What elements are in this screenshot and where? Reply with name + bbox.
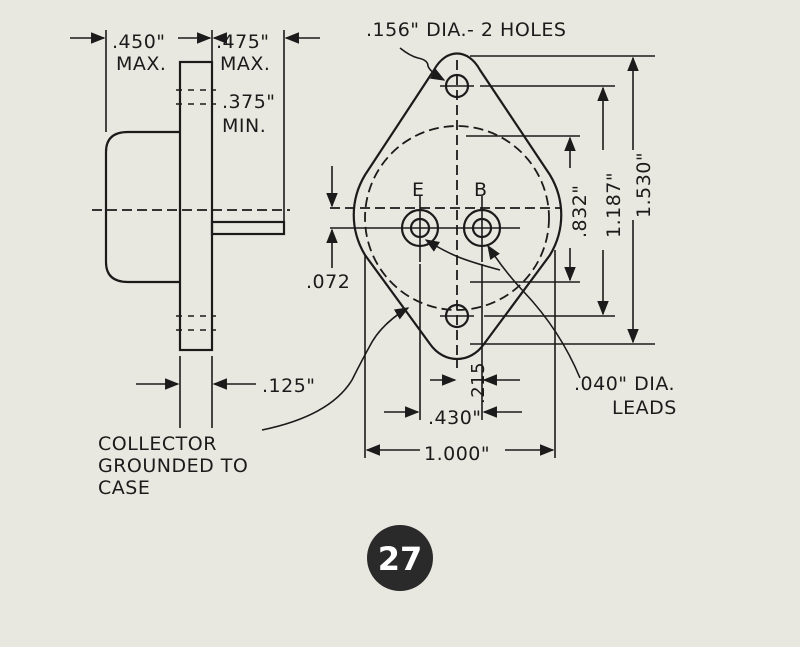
side-lead bbox=[210, 220, 286, 236]
page-number: 27 bbox=[378, 540, 423, 578]
side-view bbox=[70, 30, 320, 428]
holes-label: .156" DIA.- 2 HOLES bbox=[366, 19, 566, 41]
min-label: MIN. bbox=[222, 115, 266, 137]
max-left-label: MAX. bbox=[116, 53, 166, 75]
emitter-label: E bbox=[412, 179, 425, 201]
page-number-badge bbox=[367, 525, 433, 591]
collector-line2: GROUNDED TO bbox=[98, 455, 248, 477]
dim-430-label: .430" bbox=[428, 407, 482, 429]
leads-dia-label: .040" DIA. bbox=[574, 373, 675, 395]
dim-475-label: .475" bbox=[216, 31, 270, 53]
dim-1187-label: 1.187" bbox=[603, 172, 625, 238]
dim-375-label: .375" bbox=[222, 91, 276, 113]
leads-label: LEADS bbox=[612, 397, 677, 419]
base-label: B bbox=[474, 179, 488, 201]
dim-072-label: .072 bbox=[306, 271, 350, 293]
flange-plate bbox=[178, 60, 214, 352]
dim-125-label: .125" bbox=[262, 375, 316, 397]
dim-832-label: .832" bbox=[569, 184, 591, 238]
collector-line3: CASE bbox=[98, 477, 150, 499]
dim-215-label: .215 bbox=[468, 362, 489, 404]
can-body bbox=[104, 130, 180, 284]
dim-1000-label: 1.000" bbox=[424, 443, 490, 465]
collector-line1: COLLECTOR bbox=[98, 433, 217, 455]
max-right-label: MAX. bbox=[220, 53, 270, 75]
dim-1530-label: 1.530" bbox=[633, 152, 655, 218]
dim-450-label: .450" bbox=[112, 31, 166, 53]
top-view bbox=[261, 47, 655, 458]
